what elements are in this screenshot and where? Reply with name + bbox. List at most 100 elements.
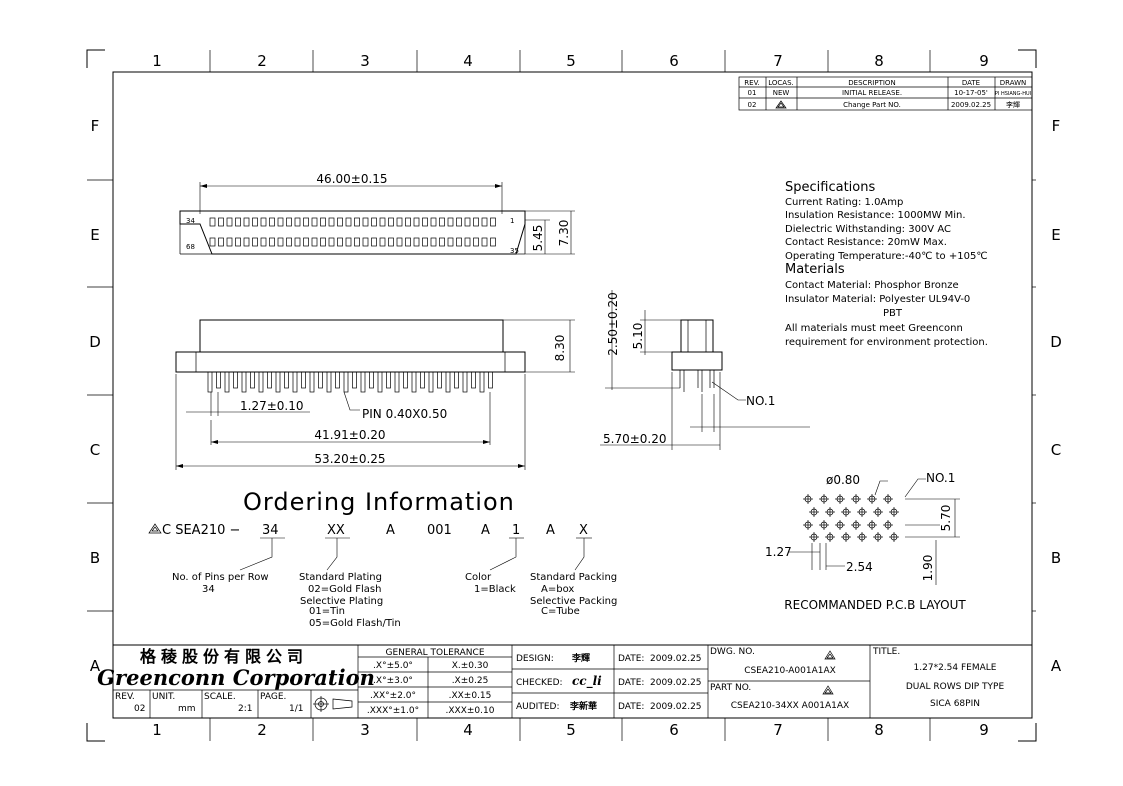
- contact-slot: [320, 237, 326, 247]
- pin-label-68: 68: [186, 243, 195, 251]
- col-label: 2: [257, 52, 267, 70]
- connector-top-view: 46.00±0.15 34 68 1 35 5.45 7.30: [179, 172, 575, 255]
- pin-leg: [471, 371, 476, 389]
- contact-slot: [430, 237, 437, 247]
- pcb-254: 2.54: [846, 560, 873, 574]
- pin-leg: [343, 371, 349, 393]
- code-prefix: C SEA210 −: [162, 523, 240, 538]
- dim-side-510: 5.10: [631, 323, 645, 350]
- material-line: Insulator Material: Polyester UL94V-0: [785, 294, 970, 305]
- unit-value: mm: [178, 704, 196, 714]
- spec-title: Specifications: [785, 180, 875, 195]
- pin-row-upper: [209, 217, 496, 227]
- pcb-layout: ø0.80 NO.1 5.70 1.90 1.27 2.54 RECOMMAND…: [765, 471, 966, 612]
- design-label: DESIGN:: [516, 654, 554, 664]
- pin-leg: [216, 371, 221, 389]
- tol-title: GENERAL TOLERANCE: [385, 648, 484, 658]
- pin-leg: [233, 371, 238, 389]
- contact-slot: [269, 237, 275, 247]
- row-label: D: [89, 333, 101, 351]
- tol-cell: .XXX°±1.0°: [367, 706, 419, 716]
- scale-label: SCALE.: [204, 692, 236, 702]
- revision-triangle-icon: [148, 523, 162, 534]
- date-label: DATE:: [618, 678, 644, 688]
- pin-leg: [241, 371, 247, 393]
- row-label: C: [90, 441, 100, 459]
- material-line: PBT: [883, 308, 903, 319]
- contact-slot: [439, 217, 445, 227]
- contact-slot: [209, 237, 216, 247]
- contact-slot: [218, 237, 224, 247]
- contact-slot: [243, 217, 250, 227]
- title-line: 1.27*2.54 FEMALE: [914, 663, 997, 673]
- pin-leg: [224, 371, 230, 393]
- contact-slot: [362, 237, 369, 247]
- col-label: 6: [669, 52, 679, 70]
- dwg-label: DWG. NO.: [710, 647, 755, 657]
- pin-leg: [411, 371, 417, 393]
- contact-slot: [371, 217, 377, 227]
- contact-slot: [243, 237, 250, 247]
- col-label: 3: [360, 721, 370, 739]
- contact-slot: [388, 217, 394, 227]
- row-label: E: [90, 226, 99, 244]
- contact-slot: [396, 217, 403, 227]
- contact-slot: [490, 237, 496, 247]
- pin-leg: [428, 371, 434, 393]
- pin-leg: [258, 371, 264, 393]
- contact-slot: [430, 217, 437, 227]
- pin-leg: [377, 371, 383, 393]
- rev-cell: 李輝: [1006, 100, 1020, 109]
- color-title: Color: [465, 572, 492, 583]
- date-value: 2009.02.25: [650, 702, 702, 712]
- zone-row-labels: F E D C B A F E D C B A: [89, 117, 1062, 675]
- contact-slot: [473, 217, 479, 227]
- pin-leg: [318, 371, 323, 389]
- contact-slot: [286, 237, 292, 247]
- dim-pitch: 1.27±0.10: [240, 399, 304, 413]
- pin-leg: [267, 371, 272, 389]
- contact-slot: [311, 217, 318, 227]
- contact-slot: [303, 217, 309, 227]
- pin-legs: [207, 371, 493, 393]
- contact-slot: [252, 217, 258, 227]
- unit-label: UNIT.: [152, 692, 175, 702]
- pins-value: 34: [202, 584, 215, 595]
- rev-cell: PI HSIANG-HUI: [995, 91, 1031, 97]
- contact-slot: [464, 217, 471, 227]
- contact-slot: [294, 237, 301, 247]
- pin-leg: [462, 371, 468, 393]
- audited-value: 李新華: [569, 700, 597, 712]
- revision-triangle-icon: [775, 100, 787, 109]
- title-line: SICA 68PIN: [930, 699, 980, 709]
- rev-cell: 01: [748, 89, 757, 97]
- ordering-title: Ordering Information: [243, 488, 515, 516]
- rev-header: LOCAS.: [768, 79, 794, 87]
- contact-slot: [235, 237, 241, 247]
- page-label: PAGE.: [260, 692, 286, 702]
- contact-slot: [490, 217, 496, 227]
- rev-label: REV.: [115, 692, 135, 702]
- contact-slot: [269, 217, 275, 227]
- contact-slot: [320, 217, 326, 227]
- title-label: TITLE.: [872, 647, 900, 657]
- row-label: D: [1050, 333, 1062, 351]
- contact-slot: [371, 237, 377, 247]
- rev-header: DESCRIPTION: [848, 79, 895, 87]
- contact-slot: [337, 237, 343, 247]
- pin-label-34: 34: [186, 217, 195, 225]
- date-label: DATE:: [618, 654, 644, 664]
- pin-leg: [454, 371, 459, 389]
- pin-leg: [207, 371, 213, 393]
- ordering-information: Ordering Information C SEA210 − 34 XX A …: [148, 488, 617, 629]
- contact-slot: [345, 217, 352, 227]
- col-label: 8: [874, 721, 884, 739]
- sel-pack-title: Selective Packing: [530, 596, 617, 607]
- spec-line: Dielectric Withstanding: 300V AC: [785, 224, 951, 235]
- scale-value: 2:1: [238, 704, 252, 714]
- code-a1: A: [386, 523, 395, 538]
- pin-leg: [326, 371, 332, 393]
- rev-cell: Change Part NO.: [843, 101, 901, 109]
- design-value: 李輝: [571, 652, 590, 664]
- pin-leg: [394, 371, 400, 393]
